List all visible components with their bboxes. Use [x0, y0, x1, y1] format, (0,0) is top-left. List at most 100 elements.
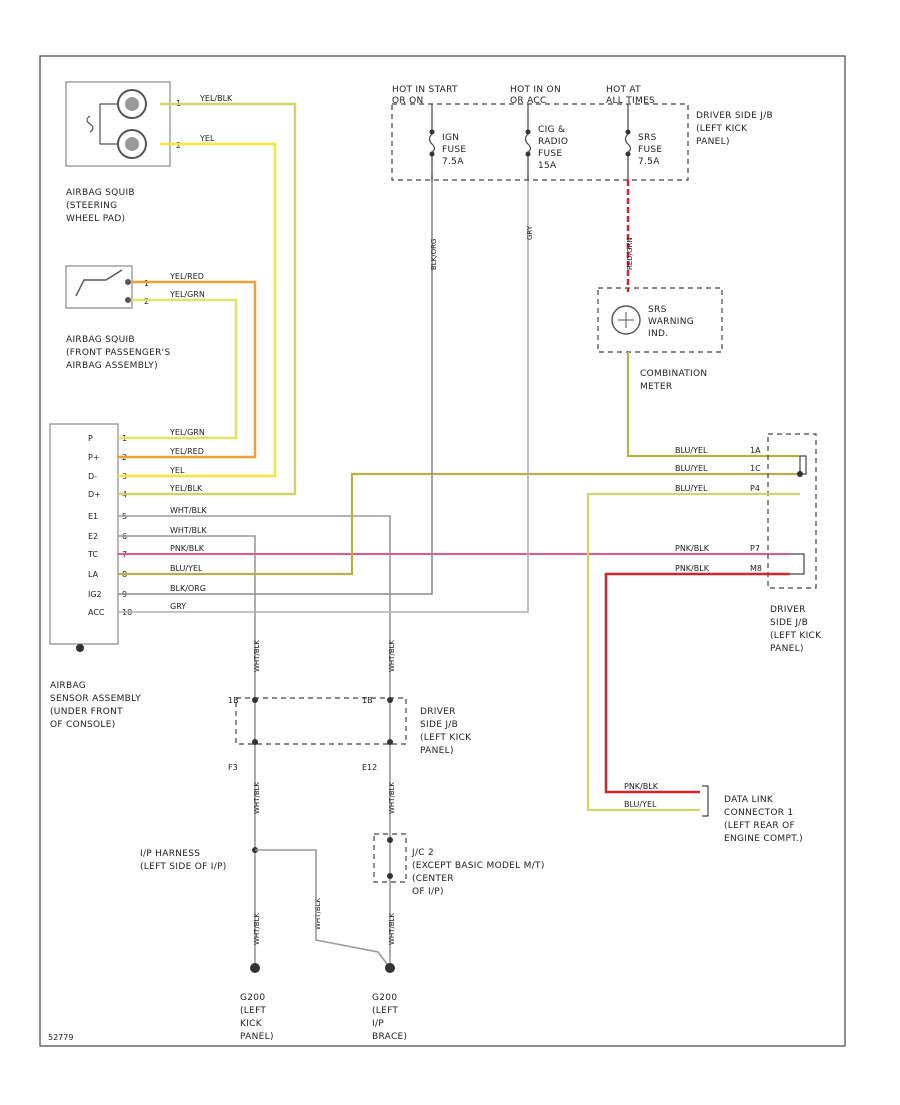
jb-bottom-pin-right-top [387, 697, 393, 703]
jb-bottom-right-pin-2: E12 [362, 763, 377, 772]
wire-meter-blu-yel [626, 352, 800, 458]
ground-left-label-1: G200 [240, 993, 265, 1003]
sensor-pin-tc: TC [87, 550, 98, 559]
fuse1-line-3: 7.5A [442, 157, 464, 167]
dlc-label-4: ENGINE COMPT.) [724, 834, 803, 844]
ground-right-label-1: G200 [372, 993, 397, 1003]
sensor-label-3: (UNDER FRONT [50, 707, 123, 717]
steering-squib-label-2: (STEERING [66, 201, 117, 211]
srs-ind-line-3: IND. [648, 329, 668, 339]
wire-label-dlc-1: PNK/BLK [624, 782, 659, 791]
sensor-pin-d: D+ [88, 490, 101, 499]
fuse1-line-2: FUSE [442, 145, 466, 155]
jb-top-box [391, 103, 689, 181]
hot1-line-2: OR ON [392, 96, 424, 106]
ground-right-label-2: (LEFT [372, 1006, 398, 1016]
jb-bottom-left-pin-1: 1B [228, 696, 239, 705]
diagram-frame [39, 55, 846, 1047]
srs-warning-lamp-icon [611, 305, 641, 335]
dlc-label-1: DATA LINK [724, 795, 774, 805]
wire-ip-harness-branch [255, 849, 391, 969]
wire-dlc-pnk-blk [604, 572, 790, 794]
fuse-cig-radio [524, 104, 532, 180]
passenger-squib: 1 2 [65, 265, 149, 309]
wire-yel-grn [118, 298, 238, 440]
fuse2-line-4: 15A [538, 161, 557, 171]
wire-label-yel-grn: YEL/GRN [169, 428, 205, 437]
wire-label-yel: YEL [169, 466, 185, 475]
wire-e1-wht-blk [118, 515, 391, 968]
jb-right-label-2: SIDE J/B [770, 618, 808, 628]
wire-label-yel-top: YEL [199, 134, 215, 143]
jb-right-jumper-2 [790, 553, 805, 575]
ground-right-label-3: I/P [372, 1019, 384, 1029]
jb-bottom-pin-right-bottom [387, 739, 393, 745]
jb-bottom-box [235, 697, 407, 745]
lamp-filament-icon [618, 312, 634, 328]
wire-acc-gry [118, 175, 529, 613]
wire-label-r5: PNK/BLK [675, 564, 710, 573]
squib-pin-2: 2 [176, 141, 181, 150]
srs-ind-line-1: SRS [648, 305, 667, 315]
dlc-label-3: (LEFT REAR OF [724, 821, 795, 831]
jb-right-pin-4: P7 [750, 544, 760, 553]
vert-label-wht-blk-3: WHT/BLK [253, 781, 261, 814]
hot2-line-2: OR ACC [510, 96, 547, 106]
sensor-pin-ig2: IG2 [88, 590, 102, 599]
wire-label-r4: PNK/BLK [675, 544, 710, 553]
passenger-squib-label-2: (FRONT PASSENGER'S [66, 348, 170, 358]
sensor-label-1: AIRBAG [50, 681, 86, 691]
wire-ylw-blk [118, 102, 297, 496]
steering-squib-label-1: AIRBAG SQUIB [66, 188, 135, 198]
jb-bottom-label-2: SIDE J/B [420, 720, 458, 730]
sensor-pin-e1: E1 [88, 512, 98, 521]
fuse-srs [624, 104, 632, 180]
wire-label-r2: BLU/YEL [675, 464, 708, 473]
sensor-pin-e2: E2 [88, 532, 98, 541]
dlc-bracket [702, 785, 709, 817]
wire-ig2-blk-org [118, 175, 433, 595]
jc-label-3: (CENTER [412, 874, 454, 884]
vert-label-gry: GRY [526, 225, 534, 240]
wire-label-r1: BLU/YEL [675, 446, 708, 455]
sensor-ground-dot [76, 644, 84, 652]
hot2-line-1: HOT IN ON [510, 85, 561, 95]
wire-dlc-blu-yel [586, 492, 800, 812]
meter-label-2: METER [640, 382, 672, 392]
jb-bottom-label-3: (LEFT KICK [420, 733, 472, 743]
vert-label-wht-blk-2: WHT/BLK [388, 639, 396, 672]
jc-label-1: J/C 2 [411, 848, 434, 858]
jb-bottom-pin-left-top [252, 697, 258, 703]
fuse2-line-1: CIG & [538, 125, 565, 135]
wire-label-ig2: BLK/ORG [170, 584, 206, 593]
ground-left-label-4: PANEL) [240, 1032, 274, 1042]
wire-label-r3: BLU/YEL [675, 484, 708, 493]
sensor-pin-p: P [88, 434, 93, 443]
figure-id: 52779 [48, 1033, 73, 1042]
wire-label-e1: WHT/BLK [170, 506, 207, 515]
jb-right-label-3: (LEFT KICK [770, 631, 822, 641]
srs-ind-line-2: WARNING [648, 317, 694, 327]
jb-right-label-4: PANEL) [770, 644, 804, 654]
fuse2-line-2: RADIO [538, 137, 568, 147]
steering-squib: 1 2 [65, 81, 181, 167]
jb-top-label-1: DRIVER SIDE J/B [696, 111, 773, 121]
jb-bottom-left-pin-2: F3 [228, 763, 238, 772]
jb-right-box [767, 433, 817, 589]
fuse-ign [428, 104, 436, 180]
jb-right-splice [797, 471, 803, 477]
ip-harness-label-1: I/P HARNESS [140, 849, 200, 859]
hot3-line-1: HOT AT [606, 85, 641, 95]
ground-left-label-2: (LEFT [240, 1006, 266, 1016]
fuse3-line-2: FUSE [638, 145, 662, 155]
vert-label-wht-blk-6: WHT/BLK [388, 912, 396, 945]
jb-right-pin-5: M8 [750, 564, 762, 573]
sensor-pin-la: LA [88, 570, 99, 579]
wire-label-ylw-blk-top: YEL/BLK [199, 94, 233, 103]
ground-left-icon [250, 963, 260, 973]
wire-yel [118, 142, 277, 478]
fuse1-line-1: IGN [442, 133, 459, 143]
sensor-label-2: SENSOR ASSEMBLY [50, 694, 141, 704]
